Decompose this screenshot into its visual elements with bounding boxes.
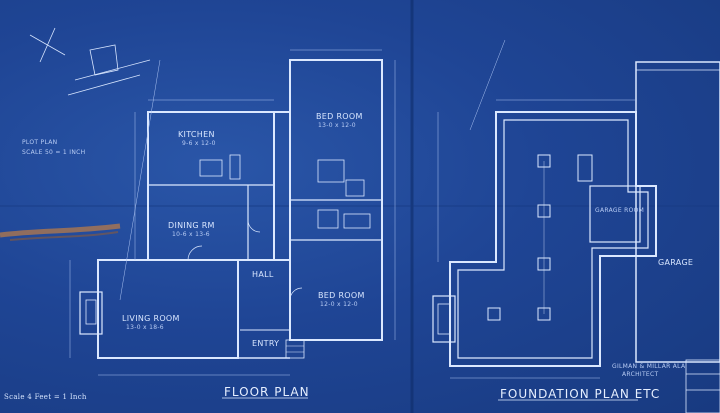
dining-room-dimension: 10-6 x 13-6 [172, 231, 210, 238]
floor-plan-walls [79, 59, 383, 359]
plot-plan [29, 27, 151, 96]
dining-room-label: DINING RM [168, 221, 215, 230]
garage-label: GARAGE [658, 258, 694, 267]
foundation-plan-title: FOUNDATION PLAN ETC [500, 387, 661, 401]
foundation-dimensions [437, 39, 636, 379]
stain-mark [0, 223, 121, 238]
living-room-label: LIVING ROOM [122, 314, 180, 323]
foundation-plan-walls [432, 61, 720, 367]
plot-plan-scale: SCALE 50 = 1 INCH [22, 149, 86, 156]
kitchen-dimension: 9-6 x 12-0 [182, 140, 216, 147]
entry-label: ENTRY [252, 339, 280, 348]
kitchen-label: KITCHEN [178, 130, 215, 139]
bed-room-1-label: BED ROOM [316, 112, 363, 121]
bed-room-2-label: BED ROOM [318, 291, 365, 300]
architect-name: GILMAN & MILLAR ALA [612, 363, 686, 370]
living-room-dimension: 13-0 x 18-6 [126, 324, 164, 331]
stain-mark-2 [9, 231, 119, 241]
floor-plan-title: FLOOR PLAN [224, 385, 310, 399]
floor-plan-dimensions [69, 49, 396, 376]
scale-note: Scale 4 Feet = 1 Inch [4, 393, 87, 401]
architect-title: ARCHITECT [622, 371, 659, 378]
foundation-piers [487, 154, 551, 321]
bed-room-2-dimension: 12-0 x 12-0 [320, 301, 358, 308]
plot-plan-label: PLOT PLAN [22, 139, 58, 146]
hall-label: HALL [252, 270, 274, 279]
bed-room-1-dimension: 13-0 x 12-0 [318, 122, 356, 129]
title-block [685, 359, 720, 413]
garage-room-label: GARAGE ROOM [595, 207, 645, 214]
